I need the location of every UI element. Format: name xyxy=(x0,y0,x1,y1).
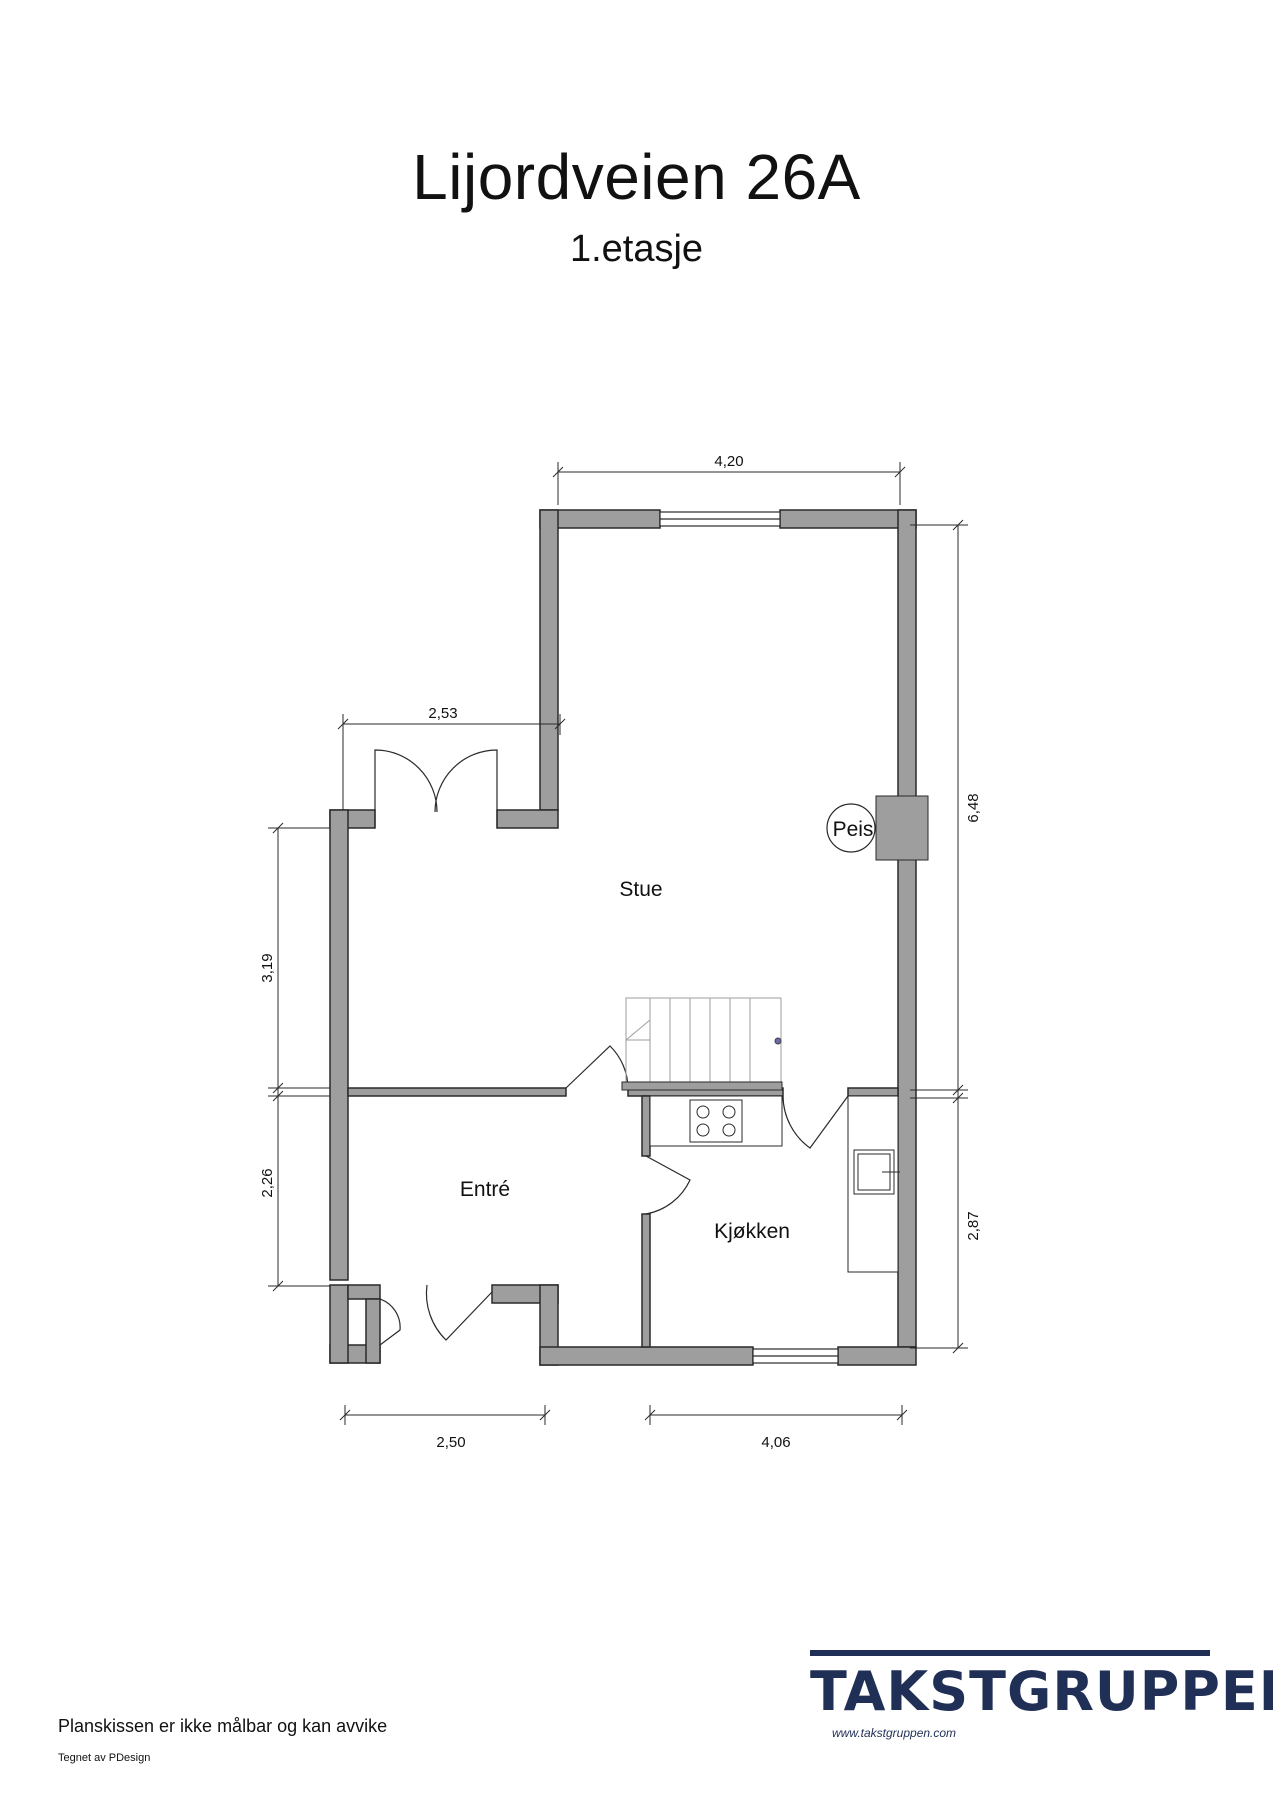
wall-stue-left-vertical xyxy=(539,509,559,811)
door-double-right xyxy=(434,749,498,828)
door-stue-entre xyxy=(565,1045,629,1089)
dim-left-upper-height: 3,19 xyxy=(259,953,276,982)
dim-left-lower-height: 2,26 xyxy=(259,1168,276,1197)
wall-right xyxy=(897,509,917,1348)
windows xyxy=(659,511,839,1364)
door-kitchen-top xyxy=(782,1095,849,1149)
room-label-kjokken: Kjøkken xyxy=(714,1220,790,1243)
takstgruppen-logo: TAKSTGRUPPEN www.takstgruppen.com xyxy=(810,1650,1273,1750)
logo-name: TAKSTGRUPPEN xyxy=(810,1660,1273,1723)
door-closet xyxy=(379,1298,401,1346)
dim-right-lower-height: 2,87 xyxy=(965,1211,982,1240)
wall-kitchen-top-right xyxy=(847,1087,899,1097)
floor-subtitle: 1.etasje xyxy=(569,228,704,270)
dim-bottom-left-width: 2,50 xyxy=(436,1434,465,1451)
door-entre-kjokken xyxy=(645,1155,691,1215)
wall-stue-step-right xyxy=(496,809,559,829)
disclaimer: Planskissen er ikke målbar og kan avvike xyxy=(58,1716,388,1736)
stairs-landing xyxy=(621,1081,783,1091)
stairs-marker xyxy=(774,1037,782,1045)
logo-url: www.takstgruppen.com xyxy=(832,1726,957,1740)
stove-burner xyxy=(696,1123,710,1137)
walls xyxy=(329,509,917,1366)
stove-burner xyxy=(722,1105,736,1119)
logo-rule xyxy=(810,1650,1210,1656)
doors xyxy=(374,749,849,1346)
room-label-entre: Entré xyxy=(460,1178,510,1201)
stove xyxy=(689,1099,743,1143)
wall-closet-right xyxy=(365,1298,381,1364)
kitchen-fixtures xyxy=(649,1095,900,1273)
wall-bottom-right xyxy=(837,1346,917,1366)
door-double-left xyxy=(374,749,438,828)
dim-left-top-width: 2,53 xyxy=(428,705,457,722)
wall-left xyxy=(329,809,349,1281)
dim-bottom-right-width: 4,06 xyxy=(761,1434,790,1451)
wall-top-right xyxy=(779,509,917,529)
dimension-lines xyxy=(268,462,968,1425)
dim-top-width: 4,20 xyxy=(714,453,743,470)
drawing-credit: Tegnet av PDesign xyxy=(58,1752,151,1764)
dim-right-height: 6,48 xyxy=(965,793,982,822)
page-title: Lijordveien 26A xyxy=(412,141,861,213)
wall-closet-left xyxy=(329,1284,349,1364)
stove-burner xyxy=(722,1123,736,1137)
wall-stue-entre xyxy=(347,1087,567,1097)
wall-entre-kjokken-upper xyxy=(641,1095,651,1157)
stove-burner xyxy=(696,1105,710,1119)
wall-entre-kjokken-lower xyxy=(641,1213,651,1348)
room-label-stue: Stue xyxy=(619,878,662,901)
fireplace-circle xyxy=(826,803,876,853)
door-front xyxy=(425,1284,493,1341)
wall-bottom-left xyxy=(539,1346,754,1366)
room-label-peis: Peis xyxy=(833,818,874,841)
wall-entry-lower-left xyxy=(347,1284,381,1300)
stairs xyxy=(621,997,783,1091)
fireplace-block xyxy=(875,795,929,861)
fireplace xyxy=(826,795,929,861)
